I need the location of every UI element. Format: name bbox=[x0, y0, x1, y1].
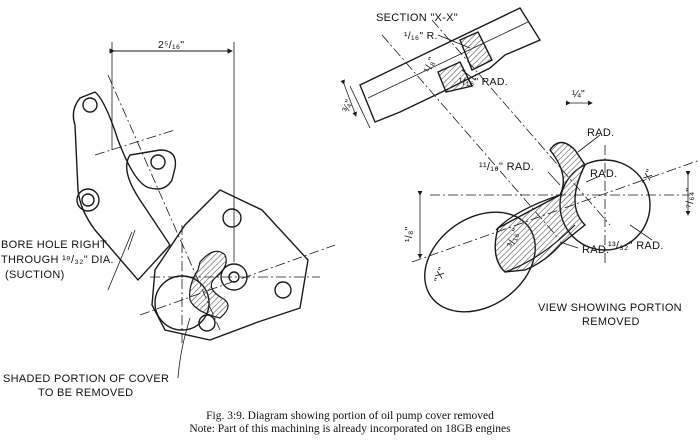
rad-label-2: RAD. bbox=[590, 168, 618, 180]
leader-r116 bbox=[437, 34, 471, 49]
section-rad-1-16: ¹/₁₆" RAD. bbox=[459, 76, 508, 88]
centerline-top bbox=[94, 129, 176, 156]
section-hatch-b bbox=[437, 61, 474, 93]
arm-side-hole bbox=[150, 154, 166, 170]
section-view bbox=[340, 7, 611, 241]
cover-right-hole bbox=[274, 281, 292, 299]
right-link-outline bbox=[495, 194, 576, 273]
cover-bottom-hole bbox=[198, 314, 216, 332]
shaded-label-1: SHADED PORTION OF COVER bbox=[3, 373, 170, 385]
shaded-removal-area bbox=[189, 250, 229, 319]
section-center-2 bbox=[431, 19, 611, 226]
cover-top-hole bbox=[222, 208, 242, 228]
section-line-1 bbox=[367, 21, 529, 99]
left-view bbox=[72, 42, 336, 379]
right-center-diag bbox=[411, 159, 700, 263]
leader-bore bbox=[107, 231, 133, 291]
section-center-1 bbox=[381, 34, 561, 241]
bore-label-1: BORE HOLE RIGHT bbox=[1, 239, 107, 251]
view-label-2: REMOVED bbox=[582, 316, 640, 328]
leader-rad-13-32 bbox=[629, 224, 653, 241]
shaded-label-2: TO BE REMOVED bbox=[38, 387, 134, 399]
leader-rad-2 bbox=[585, 175, 601, 183]
leader-rad-1 bbox=[577, 134, 601, 153]
rad-11-16-label: ¹¹/₁₆" RAD. bbox=[479, 161, 535, 173]
leader-rad116 bbox=[461, 69, 476, 81]
dim-7-64: ⁷/₆₄" bbox=[684, 187, 696, 208]
figure-caption-line1: Fig. 3:9. Diagram showing portion of oil… bbox=[206, 410, 494, 422]
section-dim-left bbox=[340, 79, 357, 117]
centerline-arm bbox=[107, 74, 221, 331]
rad-label-3: RAD. bbox=[582, 244, 610, 256]
section-title: SECTION "X-X" bbox=[376, 12, 458, 24]
pump-cover-outline bbox=[151, 189, 309, 341]
arm-left-hole bbox=[81, 193, 95, 207]
dim-1-4: ¼" bbox=[572, 88, 586, 100]
dim-1-8-left: ¹/₈" bbox=[403, 226, 415, 242]
rad-13-32-label: ¹³/₃₂" RAD. bbox=[608, 240, 664, 252]
leader-bore2 bbox=[127, 229, 136, 251]
figure-caption-line2: Note: Part of this machining is already … bbox=[189, 423, 511, 435]
leader-rad-11-16 bbox=[547, 171, 561, 186]
leader-rad-3 bbox=[559, 241, 579, 249]
rad-label-1: RAD. bbox=[587, 127, 615, 139]
centerline-bore bbox=[139, 244, 336, 316]
leader-shaded bbox=[177, 317, 191, 379]
view-label-1: VIEW SHOWING PORTION bbox=[538, 302, 682, 314]
right-shaded-area bbox=[494, 141, 587, 273]
dim-2-5-16: 2⁵/₁₆" bbox=[158, 39, 185, 51]
right-view bbox=[411, 100, 700, 313]
section-hatch-a bbox=[459, 31, 493, 71]
section-r-1-16: ¹/₁₆" R. bbox=[404, 30, 438, 42]
bore-label-2: THROUGH ¹⁹/₃₂" DIA. bbox=[1, 254, 114, 266]
bore-label-3: (SUCTION) bbox=[5, 269, 65, 281]
arm-top-hole bbox=[82, 97, 98, 113]
arm-left-boss bbox=[76, 188, 100, 212]
section-outline bbox=[359, 7, 542, 123]
